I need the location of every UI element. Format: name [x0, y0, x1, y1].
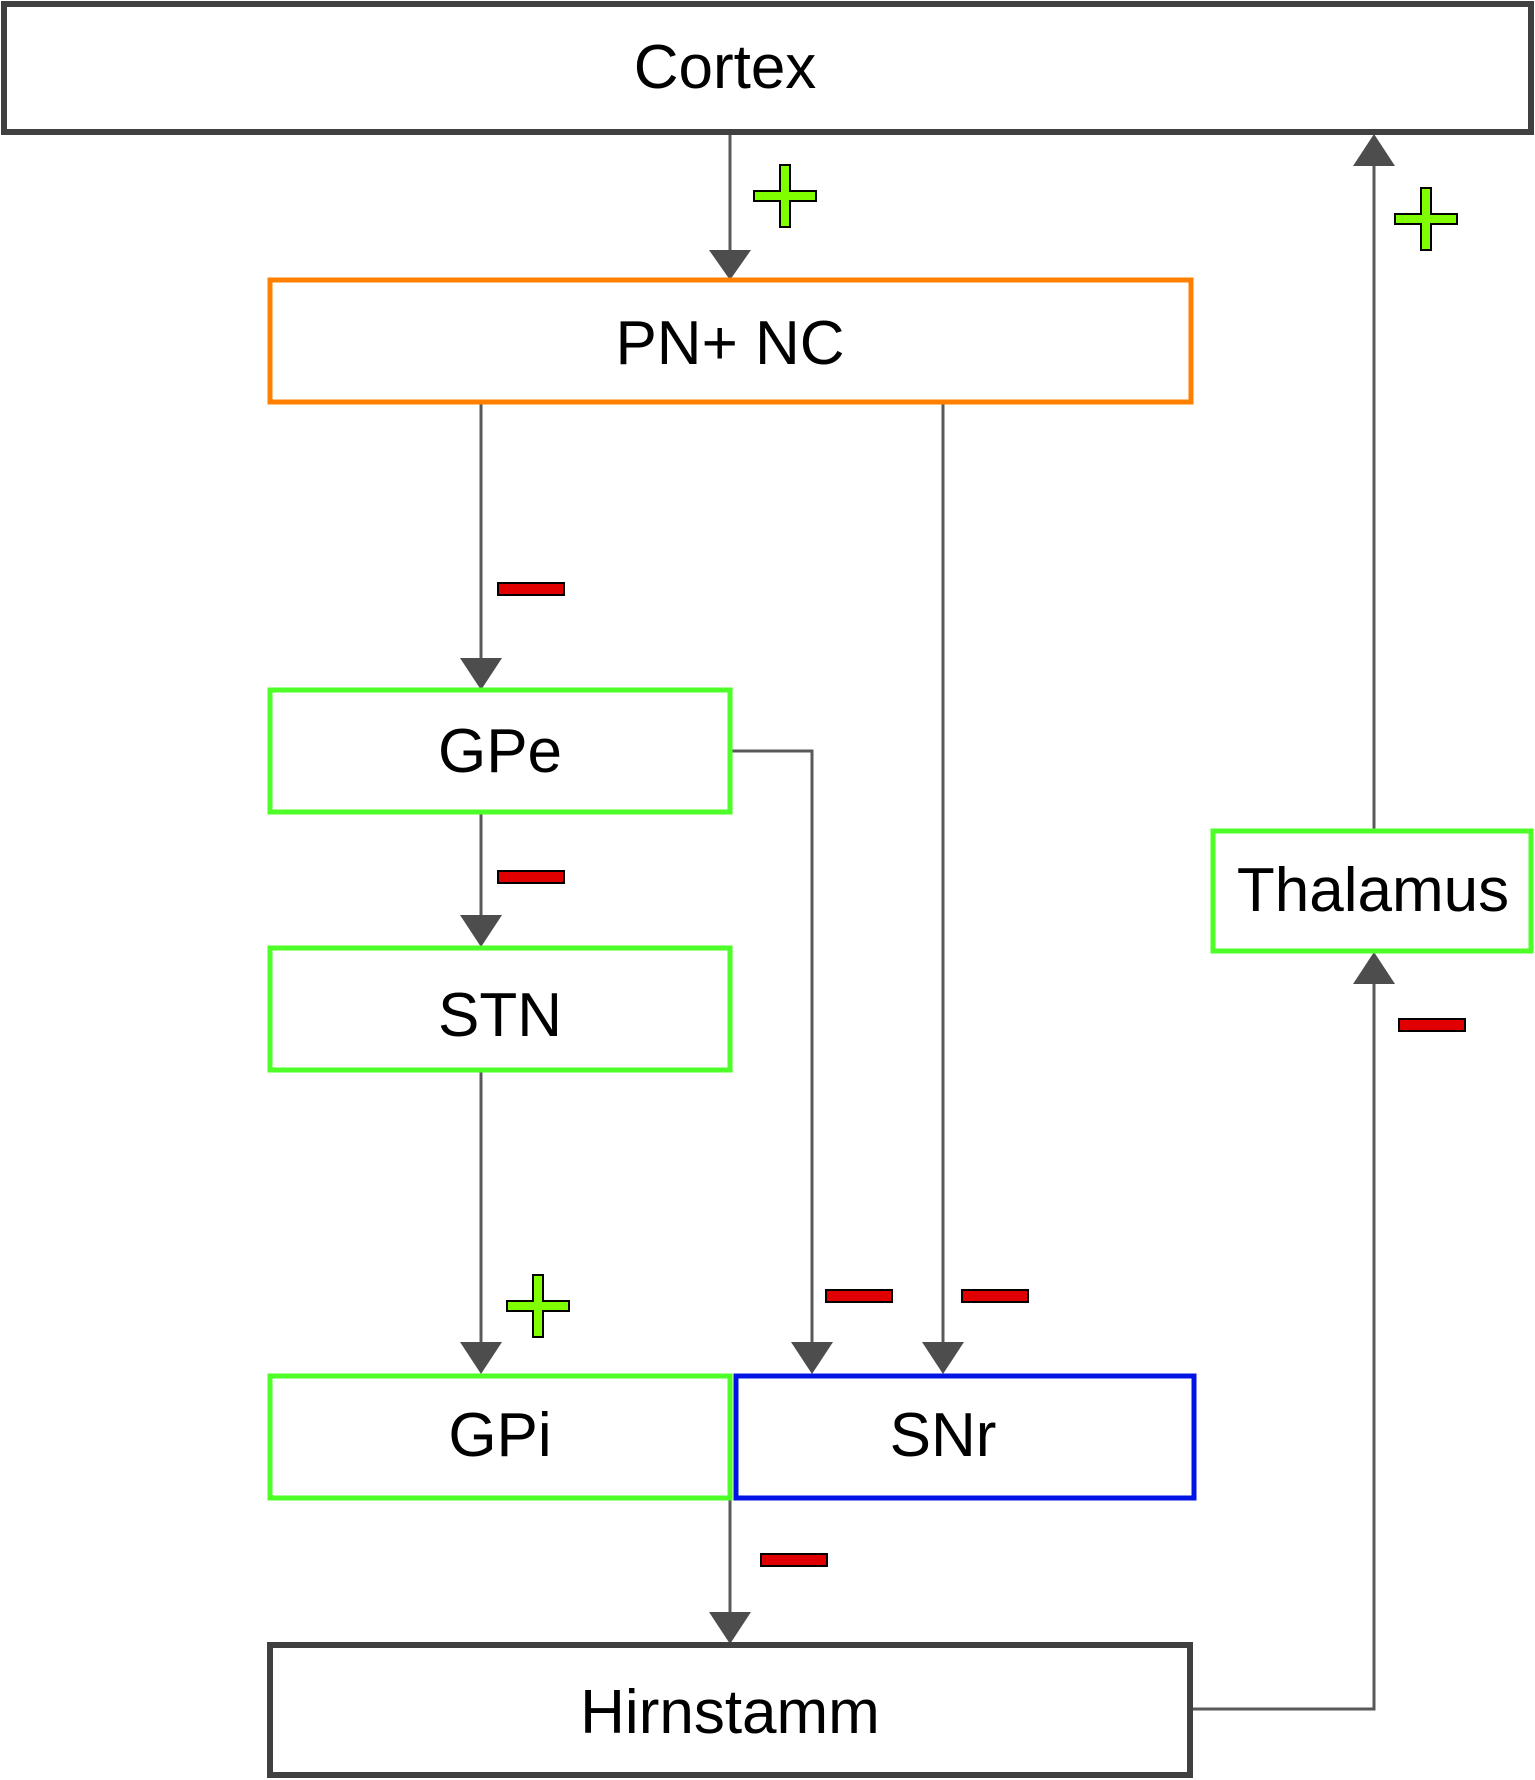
gpi-label: GPi — [448, 1401, 551, 1470]
node-thalamus: Thalamus — [1210, 828, 1534, 954]
arrowhead-gpe-top — [460, 658, 502, 690]
arrowhead-thalamus-bottom — [1353, 952, 1395, 984]
node-stn: STN — [267, 945, 733, 1073]
arrowhead-gpi-top — [460, 1342, 502, 1374]
hirnstamm-label: Hirnstamm — [580, 1678, 880, 1747]
snr-label: SNr — [890, 1401, 997, 1470]
thalamus-box — [1210, 828, 1534, 954]
pn-nc-box — [267, 277, 1194, 405]
arrowhead-cortex-bottom — [1353, 134, 1395, 166]
minus-sign-gpi-to-hirnstamm — [760, 1553, 828, 1567]
minus-sign-gpe-to-stn — [497, 870, 565, 884]
node-snr: SNr — [733, 1373, 1197, 1501]
stn-label: STN — [438, 981, 562, 1050]
cortex-box — [1, 1, 1534, 135]
pn-nc-label: PN+ NC — [615, 309, 844, 378]
arrowhead-hirnstamm-top — [709, 1612, 751, 1644]
gpe-label: GPe — [438, 717, 562, 786]
thalamus-label: Thalamus — [1237, 856, 1509, 925]
minus-sign-pn-nc-to-gpe — [497, 582, 565, 596]
arrowhead-pn-nc-top — [709, 250, 751, 280]
plus-sign-thalamus-to-cortex — [1394, 187, 1458, 251]
cortex-label: Cortex — [634, 33, 817, 102]
minus-sign-gpe-to-snr — [825, 1289, 893, 1303]
minus-sign-pn-nc-to-snr — [961, 1289, 1029, 1303]
arrowhead-snr-left — [791, 1342, 833, 1374]
minus-sign-hirnstamm-to-thalamus — [1398, 1018, 1466, 1032]
node-gpe: GPe — [267, 687, 733, 815]
plus-sign-stn-to-gpi — [506, 1274, 570, 1338]
arrowhead-snr-right — [922, 1342, 964, 1374]
edge-hirnstamm-to-thalamus — [1190, 982, 1376, 1711]
node-pn-nc: PN+ NC — [267, 277, 1194, 405]
connections — [460, 134, 1395, 1711]
edge-gpe-to-snr — [732, 749, 814, 1344]
node-hirnstamm: Hirnstamm — [267, 1642, 1193, 1778]
signs — [497, 164, 1466, 1567]
stn-box — [267, 945, 733, 1073]
snr-box — [733, 1373, 1197, 1501]
hirnstamm-box — [267, 1642, 1193, 1778]
plus-sign-cortex-to-pn-nc — [753, 164, 817, 228]
node-gpi: GPi — [267, 1373, 733, 1501]
arrowhead-stn-top — [460, 915, 502, 947]
node-cortex: Cortex — [1, 1, 1534, 135]
gpi-box — [267, 1373, 733, 1501]
gpe-box — [267, 687, 733, 815]
